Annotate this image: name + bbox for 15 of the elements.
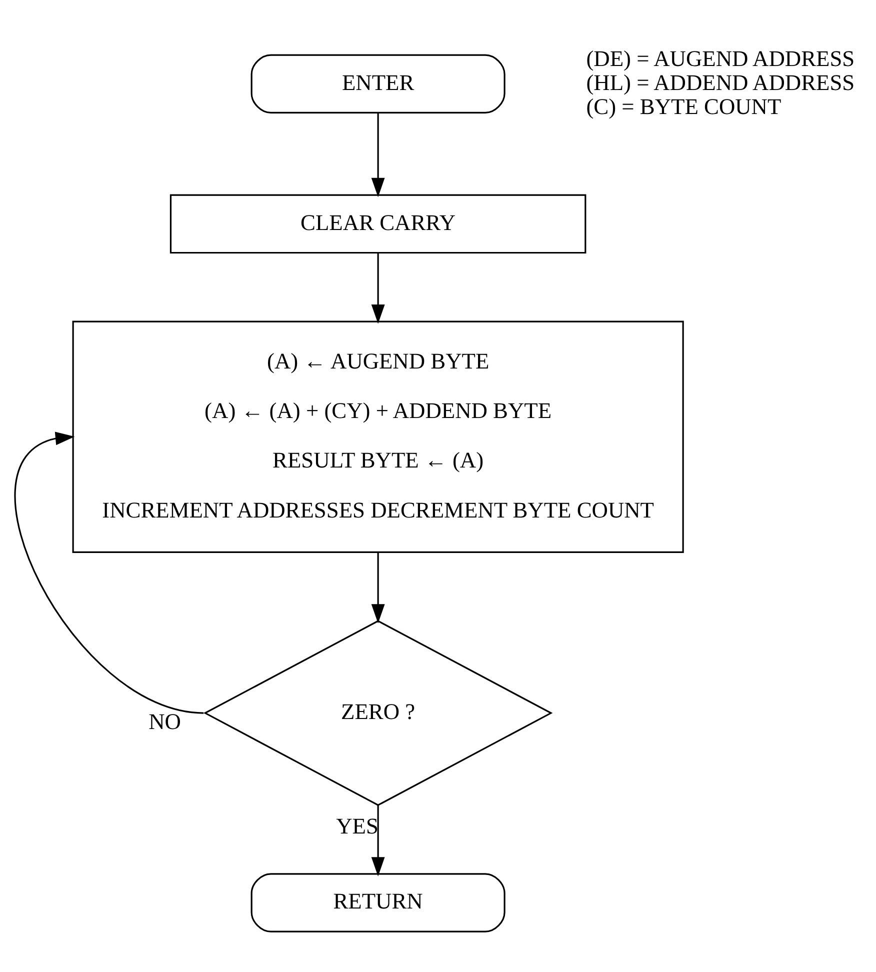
label: (HL) = ADDEND ADDRESS xyxy=(586,69,855,94)
node-box: (A) ← AUGEND BYTE (A) ← (A) + (CY) + ADDEND BYTE RESULT BYTE ← (A) INCREMENT ADDRESSES DECREMENT BYTE COUNT xyxy=(72,320,684,552)
arrow xyxy=(371,112,385,197)
arrow xyxy=(371,552,385,623)
arrow xyxy=(14,431,204,714)
label: (C) = BYTE COUNT xyxy=(586,93,782,118)
node-box: CLEAR CARRY xyxy=(170,194,586,254)
edge-label: NO xyxy=(148,708,182,734)
label: (DE) = AUGEND ADDRESS xyxy=(586,45,855,70)
node-box: ENTER xyxy=(250,54,506,113)
edge-label: YES xyxy=(336,813,378,838)
node-box: RETURN xyxy=(250,872,506,932)
arrow xyxy=(371,252,385,324)
arrow xyxy=(371,804,385,876)
node-diamond: ZERO ? xyxy=(203,620,553,806)
